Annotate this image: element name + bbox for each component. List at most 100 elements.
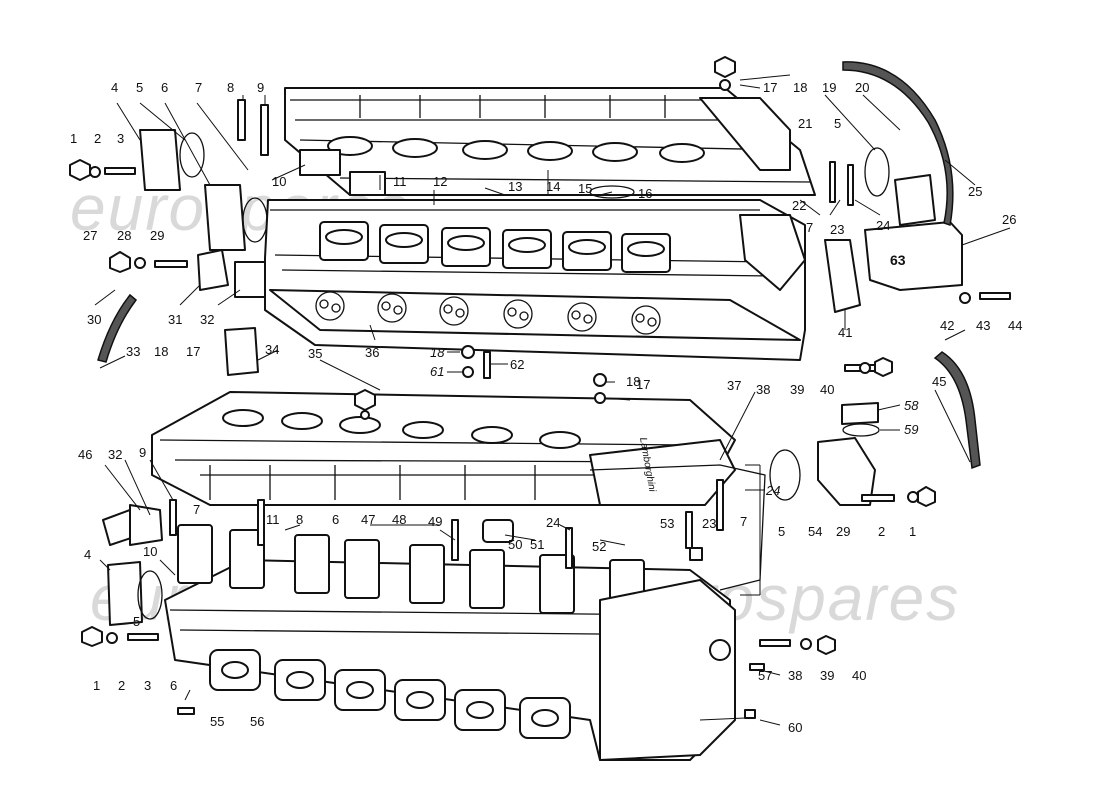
callout-17-left: 17	[186, 344, 200, 359]
callout-46: 46	[78, 447, 92, 462]
callout-34: 34	[265, 342, 279, 357]
outlet-plate-number: 63	[890, 252, 906, 268]
callout-19: 19	[822, 80, 836, 95]
callout-61: 61	[430, 364, 444, 379]
callout-9-lower: 9	[139, 445, 146, 460]
callout-13: 13	[508, 179, 522, 194]
callout-42: 42	[940, 318, 954, 333]
callout-52: 52	[592, 539, 606, 554]
cover-gasket	[589, 464, 766, 591]
callout-14: 14	[546, 179, 560, 194]
callout-29: 29	[150, 228, 164, 243]
callout-11: 11	[393, 174, 407, 189]
callout-24-lower: 24	[546, 515, 560, 530]
callout-15: 15	[578, 181, 592, 196]
callout-36: 36	[365, 345, 379, 360]
callout-37: 37	[727, 378, 741, 393]
left-flanges	[102, 129, 268, 626]
callout-6: 6	[161, 80, 168, 95]
callout-45: 45	[932, 374, 946, 389]
callout-35: 35	[308, 346, 322, 361]
callout-48: 48	[392, 512, 406, 527]
lower-camshaft-cover: Lamborghini	[151, 391, 736, 506]
lower-cylinder-head	[164, 524, 736, 761]
callout-24-right: 24	[765, 483, 780, 498]
callout-1-right: 1	[909, 524, 916, 539]
callout-57: 57	[758, 668, 772, 683]
callout-44: 44	[1008, 318, 1022, 333]
callout-8-lower: 8	[296, 512, 303, 527]
callout-2-lower: 2	[118, 678, 125, 693]
callout-10-lower: 10	[143, 544, 157, 559]
callout-18: 18	[793, 80, 807, 95]
callout-38: 38	[756, 382, 770, 397]
leader-lines	[94, 74, 1011, 726]
callout-40: 40	[820, 382, 834, 397]
callout-50: 50	[508, 537, 522, 552]
callout-40-lower: 40	[852, 668, 866, 683]
callout-25: 25	[968, 184, 982, 199]
callout-1: 1	[70, 131, 77, 146]
callout-7-lower: 7	[193, 502, 200, 517]
callout-51: 51	[530, 537, 544, 552]
upper-camshaft-cover	[284, 87, 816, 196]
callout-16: 16	[638, 186, 652, 201]
callout-29-right: 29	[836, 524, 850, 539]
callout-59: 59	[904, 422, 918, 437]
callout-7: 7	[195, 80, 202, 95]
callout-7-right: 7	[806, 220, 813, 235]
callout-11-lower: 11	[266, 512, 280, 527]
callout-47: 47	[361, 512, 375, 527]
callout-30: 30	[87, 312, 101, 327]
callout-4-lower: 4	[84, 547, 91, 562]
hose-right	[933, 351, 981, 470]
callout-21: 21	[798, 116, 812, 131]
callout-20: 20	[855, 80, 869, 95]
callout-17: 17	[763, 80, 777, 95]
callout-8: 8	[227, 80, 234, 95]
callout-27: 27	[83, 228, 97, 243]
callout-5-lower: 5	[778, 524, 785, 539]
callout-1-lower: 1	[93, 678, 100, 693]
callout-32: 32	[200, 312, 214, 327]
callout-18-mid: 18	[430, 345, 445, 360]
callout-22: 22	[792, 198, 806, 213]
callout-31: 31	[168, 312, 182, 327]
callout-17-center: 17	[636, 377, 650, 392]
callout-7-lower-right: 7	[740, 514, 747, 529]
callout-6-bottom: 6	[170, 678, 177, 693]
callout-62: 62	[510, 357, 524, 372]
callout-55: 55	[210, 714, 224, 729]
callout-43: 43	[976, 318, 990, 333]
callout-60: 60	[788, 720, 802, 735]
callout-18-center: 18	[626, 374, 640, 389]
callout-23: 23	[830, 222, 844, 237]
callout-32-lower: 32	[108, 447, 122, 462]
water-outlet-assembly: 63	[769, 147, 963, 506]
oil-filler-seal	[589, 185, 635, 199]
callout-4: 4	[111, 80, 118, 95]
callout-10: 10	[272, 174, 286, 189]
callout-18-left: 18	[154, 344, 168, 359]
callout-labels: 1 2 3 4 5 6 7 8 9 10 11 12 13 14 15 16 1…	[70, 80, 1022, 735]
callout-26: 26	[1002, 212, 1016, 227]
callout-3: 3	[117, 131, 124, 146]
hose-left	[97, 293, 138, 363]
callout-2: 2	[94, 131, 101, 146]
callout-5-right: 5	[834, 116, 841, 131]
callout-5-lower-left: 5	[133, 614, 140, 629]
callout-6-lower: 6	[332, 512, 339, 527]
fasteners	[69, 56, 1011, 719]
callout-24: 24	[876, 218, 890, 233]
callout-53: 53	[660, 516, 674, 531]
callout-56: 56	[250, 714, 264, 729]
hose-top	[842, 61, 954, 226]
callout-2-right: 2	[878, 524, 885, 539]
callout-23-lower: 23	[702, 516, 716, 531]
callout-5: 5	[136, 80, 143, 95]
callout-38-lower: 38	[788, 668, 802, 683]
callout-41: 41	[838, 325, 852, 340]
callout-33: 33	[126, 344, 140, 359]
callout-3-lower: 3	[144, 678, 151, 693]
